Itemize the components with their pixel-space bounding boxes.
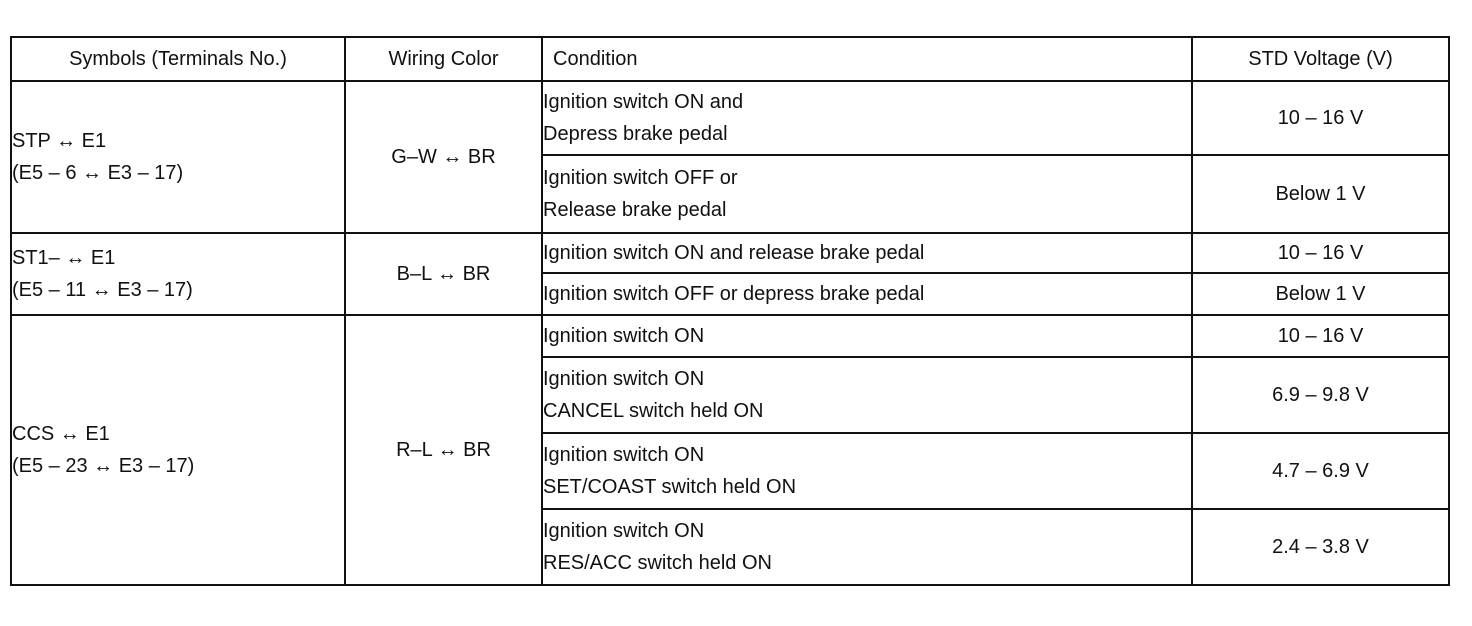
- condition-cell: Ignition switch ON and Depress brake ped…: [541, 80, 1193, 156]
- condition-line: Ignition switch ON: [543, 368, 705, 390]
- header-wiring-color: Wiring Color: [344, 36, 543, 82]
- header-std-voltage: STD Voltage (V): [1191, 36, 1450, 82]
- terminal-numbers: (E5 – 6 ↔ E3 – 17): [12, 162, 184, 184]
- voltage-cell: Below 1 V: [1191, 154, 1450, 234]
- symbol-name: CCS ↔ E1: [12, 423, 110, 445]
- table-row: ST1– ↔ E1 (E5 – 11 ↔ E3 – 17) B–L ↔ BR I…: [10, 232, 1450, 316]
- table-row: Ignition switch ON SET/COAST switch held…: [11, 432, 1450, 510]
- condition-line: Depress brake pedal: [543, 123, 728, 145]
- table-row: Ignition switch ON CANCEL switch held ON…: [11, 356, 1450, 434]
- condition-line: Ignition switch ON and: [543, 91, 744, 113]
- condition-cell: Ignition switch ON: [541, 314, 1193, 358]
- symbol-cell: ST1– ↔ E1 (E5 – 11 ↔ E3 – 17): [10, 232, 346, 316]
- wiring-color-cell: G–W ↔ BR: [344, 80, 543, 234]
- condition-line: Ignition switch ON: [543, 520, 705, 542]
- condition-line: SET/COAST switch held ON: [543, 476, 797, 498]
- condition-cell: Ignition switch ON CANCEL switch held ON: [541, 356, 1193, 434]
- condition-cell: Ignition switch ON RES/ACC switch held O…: [541, 508, 1193, 586]
- table-row: CCS ↔ E1 (E5 – 23 ↔ E3 – 17) R–L ↔ BR Ig…: [10, 314, 1450, 586]
- condition-line: Ignition switch ON and release brake ped…: [543, 242, 925, 264]
- condition-cell: Ignition switch OFF or depress brake ped…: [541, 272, 1193, 316]
- table-row: Ignition switch ON RES/ACC switch held O…: [11, 508, 1450, 586]
- condition-line: RES/ACC switch held ON: [543, 552, 772, 574]
- condition-line: Ignition switch ON: [543, 325, 705, 347]
- symbol-cell: CCS ↔ E1 (E5 – 23 ↔ E3 – 17): [10, 314, 346, 586]
- voltage-cell: 4.7 – 6.9 V: [1191, 432, 1450, 510]
- voltage-cell: 10 – 16 V: [1191, 80, 1450, 156]
- voltage-cell: 2.4 – 3.8 V: [1191, 508, 1450, 586]
- terminal-numbers: (E5 – 11 ↔ E3 – 17): [12, 279, 193, 301]
- table-row: STP ↔ E1 (E5 – 6 ↔ E3 – 17) G–W ↔ BR Ign…: [10, 80, 1450, 234]
- header-condition: Condition: [541, 36, 1193, 82]
- condition-cell: Ignition switch ON and release brake ped…: [541, 232, 1193, 274]
- wiring-color-cell: R–L ↔ BR: [344, 314, 543, 586]
- voltage-cell: Below 1 V: [1191, 272, 1450, 316]
- voltage-cell: 10 – 16 V: [1191, 232, 1450, 274]
- voltage-cell: 10 – 16 V: [1191, 314, 1450, 358]
- header-row: Symbols (Terminals No.) Wiring Color Con…: [10, 36, 1450, 82]
- voltage-cell: 6.9 – 9.8 V: [1191, 356, 1450, 434]
- wiring-color-cell: B–L ↔ BR: [344, 232, 543, 316]
- terminal-numbers: (E5 – 23 ↔ E3 – 17): [12, 455, 195, 477]
- table-row: Ignition switch OFF or Release brake ped…: [11, 154, 1450, 234]
- table-row: Ignition switch OFF or depress brake ped…: [11, 272, 1450, 316]
- condition-line: CANCEL switch held ON: [543, 400, 764, 422]
- condition-line: Ignition switch OFF or: [543, 167, 738, 189]
- condition-line: Ignition switch OFF or depress brake ped…: [543, 283, 925, 305]
- symbol-name: STP ↔ E1: [12, 130, 107, 152]
- terminal-voltage-table: Symbols (Terminals No.) Wiring Color Con…: [10, 36, 1450, 586]
- condition-cell: Ignition switch ON SET/COAST switch held…: [541, 432, 1193, 510]
- condition-line: Ignition switch ON: [543, 444, 705, 466]
- condition-line: Release brake pedal: [543, 199, 727, 221]
- symbol-cell: STP ↔ E1 (E5 – 6 ↔ E3 – 17): [10, 80, 346, 234]
- condition-cell: Ignition switch OFF or Release brake ped…: [541, 154, 1193, 234]
- header-symbols: Symbols (Terminals No.): [10, 36, 346, 82]
- symbol-name: ST1– ↔ E1: [12, 247, 116, 269]
